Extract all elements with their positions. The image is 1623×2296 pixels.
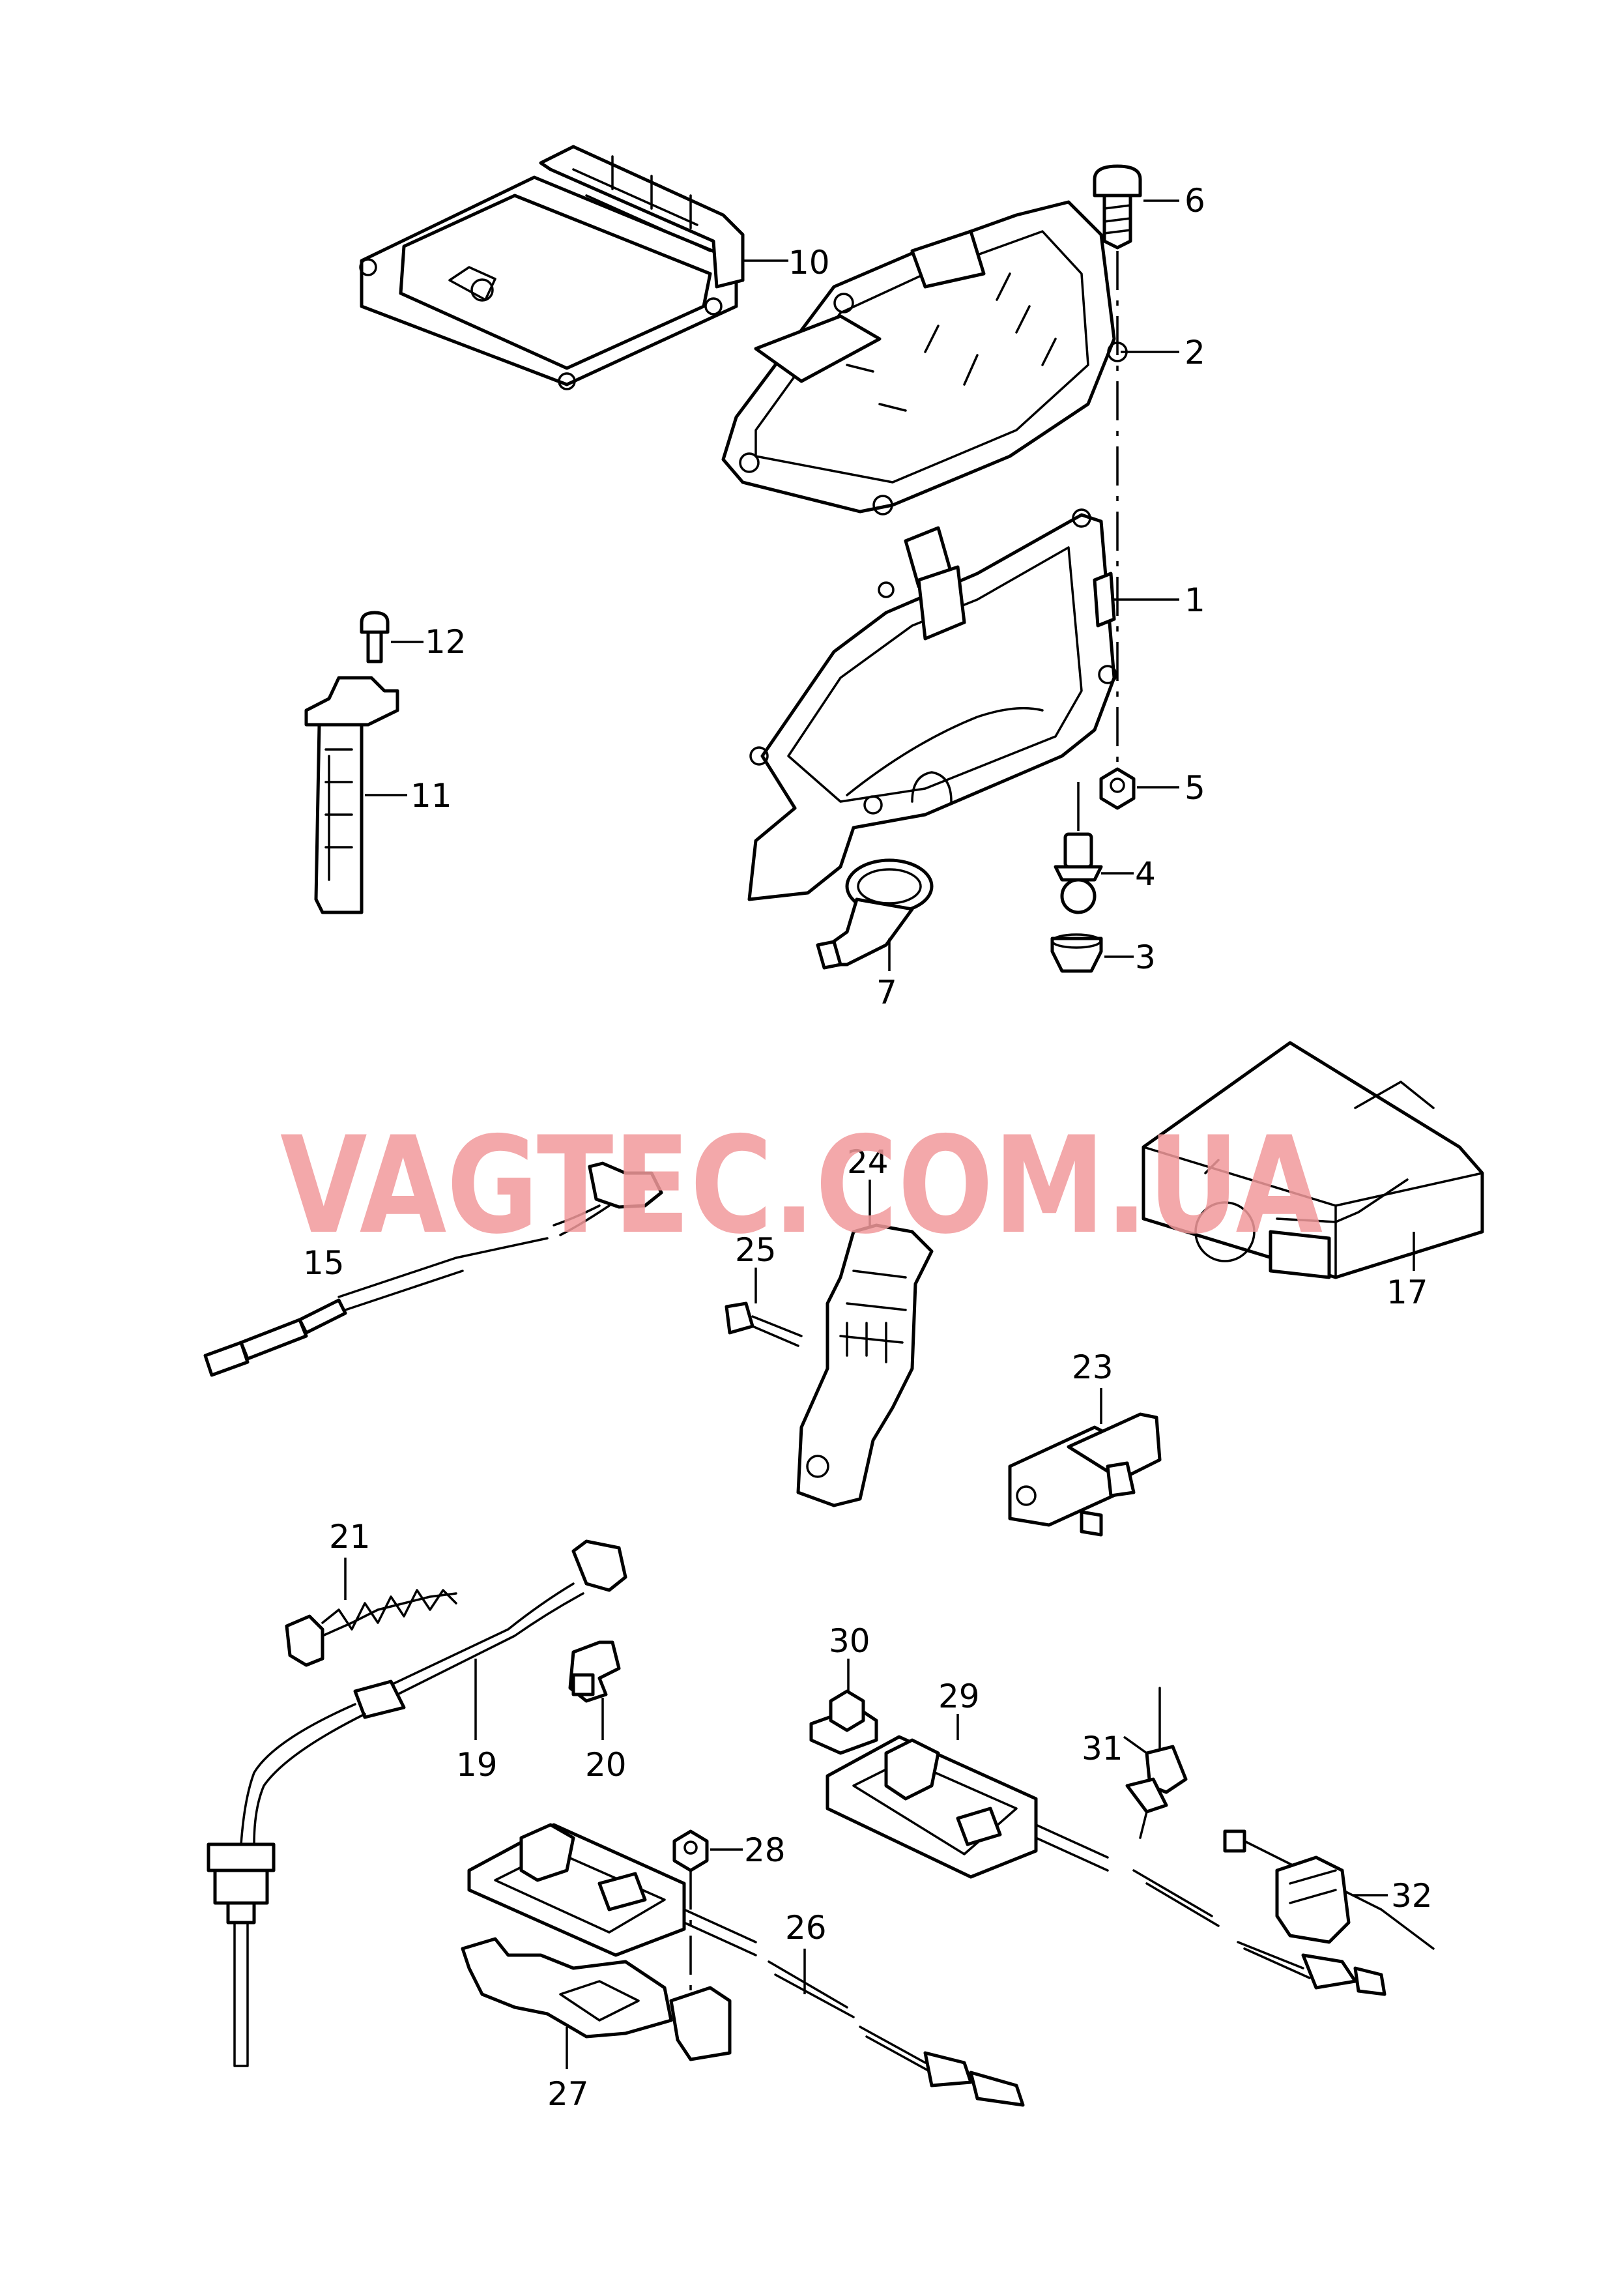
callout-1: 1: [1185, 581, 1205, 619]
callout-24: 24: [847, 1143, 889, 1181]
grommet-part[interactable]: [1050, 933, 1103, 973]
sensor-module-part[interactable]: [467, 1823, 1025, 2107]
holder-part[interactable]: [568, 1640, 621, 1703]
callout-5: 5: [1185, 769, 1205, 807]
temperature-sensor-part[interactable]: [207, 1539, 627, 2067]
callout-17: 17: [1386, 1273, 1428, 1311]
callout-32: 32: [1391, 1877, 1433, 1915]
callout-3: 3: [1135, 938, 1156, 976]
clip-part[interactable]: [1125, 1687, 1188, 1839]
callout-28: 28: [744, 1831, 786, 1869]
oxygen-sensor-part[interactable]: [203, 1161, 663, 1377]
control-module-part[interactable]: [1142, 1041, 1484, 1279]
callout-25: 25: [735, 1231, 777, 1269]
callout-15: 15: [303, 1244, 345, 1282]
callout-20: 20: [585, 1746, 627, 1784]
drain-valve-part[interactable]: [816, 858, 934, 970]
callout-31: 31: [1082, 1730, 1123, 1767]
callout-4: 4: [1135, 855, 1156, 893]
nut-part[interactable]: [809, 1689, 878, 1755]
stud-part[interactable]: [1054, 832, 1103, 914]
callout-12: 12: [425, 623, 467, 661]
bolt-part[interactable]: [1093, 164, 1142, 250]
callout-2: 2: [1185, 334, 1205, 371]
heat-shield-part[interactable]: [285, 1589, 457, 1667]
callout-11: 11: [410, 777, 452, 815]
nut-part[interactable]: [1099, 767, 1136, 810]
screw-part[interactable]: [360, 611, 390, 663]
callout-10: 10: [788, 244, 830, 282]
bracket-part[interactable]: [796, 1223, 934, 1507]
nut-part[interactable]: [672, 1829, 709, 1872]
callout-23: 23: [1072, 1348, 1113, 1386]
callout-30: 30: [829, 1622, 870, 1660]
bracket-part[interactable]: [461, 1937, 732, 2061]
callout-26: 26: [785, 1909, 827, 1947]
sensor-part[interactable]: [304, 676, 399, 914]
callout-21: 21: [329, 1518, 371, 1556]
nox-sensor-part[interactable]: [826, 1735, 1386, 1996]
callout-19: 19: [456, 1746, 498, 1784]
watermark: VAGTEC.COM.UA: [280, 1109, 1323, 1264]
callout-6: 6: [1185, 182, 1205, 220]
control-unit-part[interactable]: [359, 145, 745, 390]
callout-7: 7: [876, 974, 897, 1011]
housing-part[interactable]: [747, 508, 1117, 901]
pressure-sensor-part[interactable]: [1008, 1412, 1162, 1537]
callout-27: 27: [547, 2075, 589, 2113]
screw-part[interactable]: [725, 1301, 803, 1347]
cover-part[interactable]: [721, 200, 1128, 516]
cable-tie-part[interactable]: [1223, 1829, 1435, 1950]
callout-29: 29: [938, 1678, 980, 1715]
